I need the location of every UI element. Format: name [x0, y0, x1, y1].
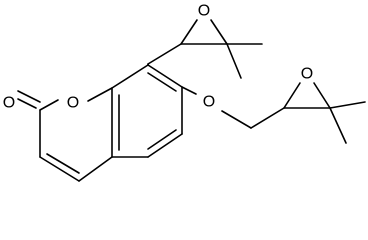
lower-epoxide-substituent — [181, 82, 366, 144]
bond-oether-ch2 — [221, 110, 252, 129]
bond-c3-c4-inner — [46, 153, 80, 174]
bond-methyl-down — [226, 43, 242, 79]
bond-c7-oether — [181, 86, 197, 95]
ether-oxygen-label: O — [203, 94, 215, 111]
bond-c8a-o1 — [87, 87, 113, 102]
bond-c8a-c8 — [111, 64, 149, 89]
bond-c2-oxo — [17, 98, 37, 109]
bond-methyl2-down — [329, 107, 347, 144]
bond-c2-oxo-double — [17, 90, 41, 103]
bond-o1-c2 — [39, 99, 59, 111]
bond-methyl2-right — [329, 101, 366, 109]
bond-c4-c4a — [78, 156, 113, 182]
upper-epoxide-substituent — [147, 19, 263, 79]
atom-labels: O O O O O — [3, 3, 313, 112]
bond-c6-c5-inner — [147, 129, 177, 150]
lower-epoxide-oxygen-label: O — [301, 66, 313, 83]
bond-ch2-epoxide — [147, 43, 182, 65]
bond-c3-c4 — [39, 156, 80, 182]
bond-ch2-epoxide2 — [250, 107, 285, 129]
bond-c8-c7-inner — [147, 72, 177, 92]
bond-epoxide2-c-o — [283, 82, 301, 109]
bond-epoxide-c-o — [180, 19, 198, 45]
carbonyl-oxygen-label: O — [3, 95, 15, 112]
upper-epoxide-oxygen-label: O — [198, 3, 210, 20]
bond-epoxide2-o-c — [313, 82, 331, 109]
pyranone-ring — [39, 87, 113, 182]
bond-c8-c7 — [147, 64, 183, 88]
bond-c6-c5 — [147, 133, 183, 158]
chemical-structure-diagram: O O O O O — [3, 3, 366, 182]
ring-oxygen-label: O — [67, 95, 79, 112]
bond-epoxide-o-c — [210, 19, 228, 45]
carbonyl-group — [17, 90, 41, 109]
benzene-ring — [111, 64, 183, 158]
